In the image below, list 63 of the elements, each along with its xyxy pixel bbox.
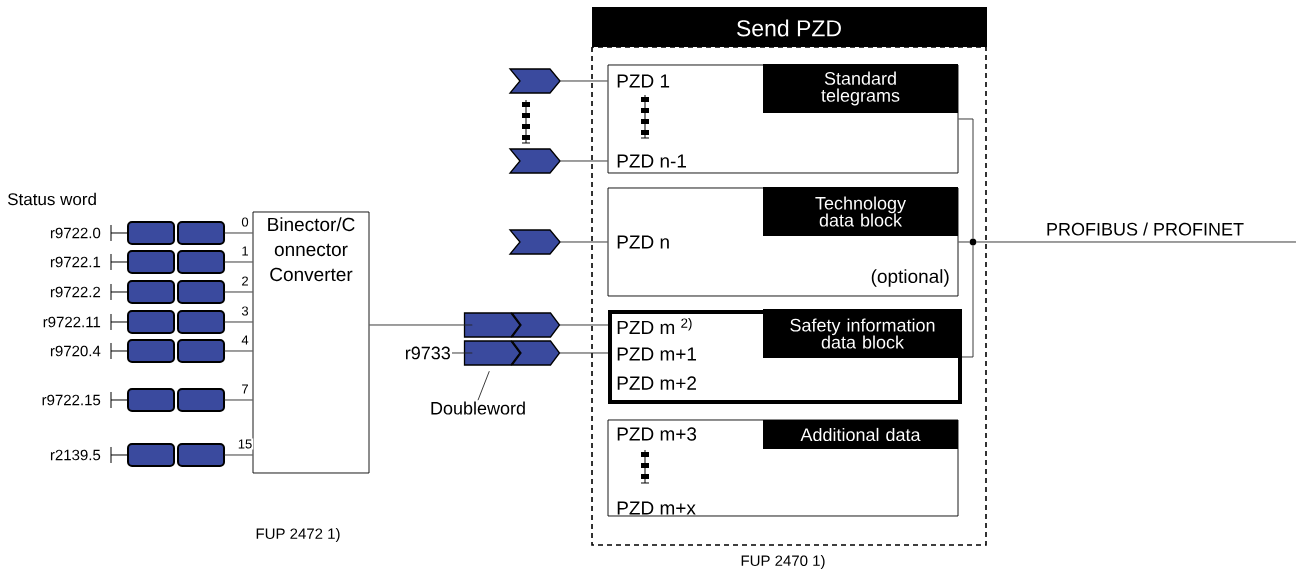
converter-box: Binector/C onnector Converter <box>252 211 370 474</box>
edge-label: 1 <box>240 245 250 257</box>
connection-line <box>559 160 608 162</box>
data-block <box>607 419 959 517</box>
connection-line <box>223 454 253 456</box>
connection-line <box>223 399 253 401</box>
pzd-label: PZD m+2 <box>617 376 696 390</box>
bus-line <box>958 118 974 239</box>
block-title: Technology data block <box>763 187 958 236</box>
bus-line <box>961 245 974 358</box>
signal-label: r9722.2 <box>50 286 101 298</box>
section-label: Status word <box>8 192 96 206</box>
edge-label: 0 <box>240 216 250 228</box>
edge-label: 4 <box>240 334 250 346</box>
edge-label: 7 <box>240 383 250 395</box>
edge-label: 15 <box>236 438 254 450</box>
signal-label: r9722.1 <box>50 256 101 268</box>
connector-symbol <box>463 312 561 338</box>
header-band: Send PZD <box>592 7 987 47</box>
connection-line <box>559 241 608 243</box>
connection-line <box>223 232 253 234</box>
data-block <box>607 64 959 174</box>
connector-symbol <box>463 340 561 366</box>
edge-label: PROFIBUS / PROFINET <box>1045 221 1245 237</box>
connection-line <box>451 352 473 354</box>
edge-label: 2 <box>240 275 250 287</box>
data-block <box>608 309 962 404</box>
connector-symbol <box>508 68 561 94</box>
pzd-label: PZD m $^{2)}$ <box>617 318 692 334</box>
diagram-reference: FUP 2470 1) <box>741 555 825 569</box>
block-title: Standard telegrams <box>763 64 958 113</box>
connection-line <box>223 261 253 263</box>
connector-symbol <box>508 229 561 255</box>
pzd-label: PZD m+x <box>617 501 696 515</box>
pzd-label: PZD 1 <box>617 74 670 88</box>
connection-line <box>223 321 253 323</box>
optional-note: (optional) <box>871 269 949 287</box>
callout-text: Doubleword <box>431 401 525 415</box>
signal-label: r9722.15 <box>42 394 101 406</box>
pzd-label: PZD m+3 <box>617 427 697 441</box>
signal-label: r9722.11 <box>43 316 101 328</box>
block-title: Additional data <box>763 420 958 449</box>
signal-label: r2139.5 <box>50 449 101 461</box>
block-title: Safety information data block <box>763 309 962 358</box>
pzd-label: PZD n <box>617 235 669 249</box>
connection-line <box>223 350 253 352</box>
bus-line <box>976 241 1296 243</box>
pzd-label: PZD n-1 <box>617 154 686 168</box>
signal-label: r9722.0 <box>50 227 101 239</box>
diagram-reference: FUP 2472 1) <box>256 528 340 542</box>
connector-symbol <box>508 148 561 174</box>
pzd-label: PZD m+1 <box>617 347 696 361</box>
edge-label: 3 <box>240 305 250 317</box>
connection-line <box>559 324 609 326</box>
connection-line <box>369 324 473 326</box>
connection-line <box>559 352 609 354</box>
connection-line <box>559 80 608 82</box>
connection-line <box>223 291 253 293</box>
signal-label: r9720.4 <box>50 345 101 357</box>
leader-line <box>477 370 490 401</box>
bus-line <box>958 241 970 243</box>
signal-label: r9733 <box>405 346 450 360</box>
data-block <box>607 187 959 297</box>
